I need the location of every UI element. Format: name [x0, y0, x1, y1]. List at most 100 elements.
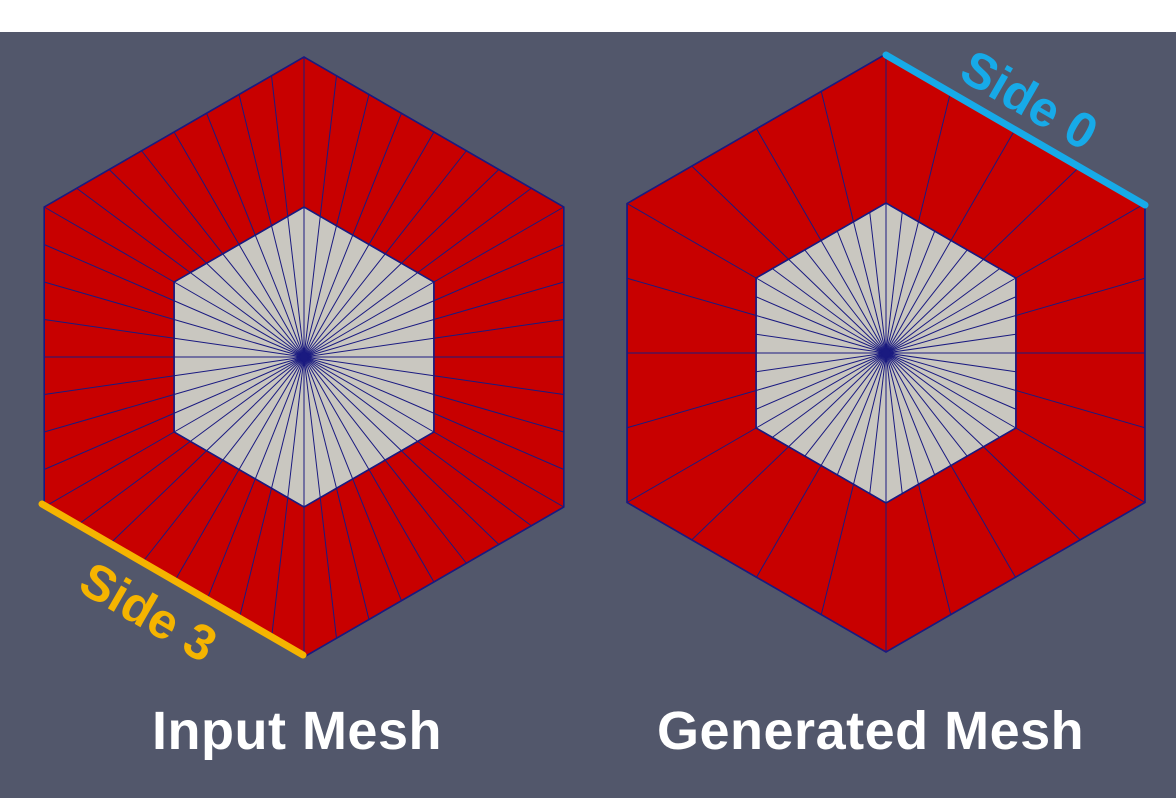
- inner-spoke: [303, 356, 354, 480]
- inner-spoke: [804, 352, 887, 457]
- ring-edge: [1015, 390, 1146, 429]
- ring-edge: [626, 203, 757, 279]
- inner-spoke: [885, 221, 919, 354]
- ring-edge: [756, 128, 822, 241]
- inner-spoke: [885, 333, 1016, 354]
- ring-edge: [76, 440, 191, 527]
- ring-edge: [206, 113, 256, 236]
- inner-spoke: [772, 352, 887, 438]
- inner-spoke: [869, 352, 887, 494]
- ring-edge: [108, 169, 207, 264]
- side-0-highlight: [882, 51, 1149, 209]
- inner-spoke: [853, 352, 887, 485]
- ring-edge: [401, 450, 500, 545]
- inner-spoke: [885, 258, 984, 354]
- ring-edge: [691, 165, 789, 260]
- ring-edge: [335, 94, 370, 226]
- ring-edge: [384, 459, 467, 564]
- inner-spoke: [303, 225, 337, 358]
- ring-edge: [433, 394, 564, 433]
- inner-spoke: [885, 352, 903, 494]
- inner-spoke: [836, 230, 887, 354]
- inner-spoke: [885, 212, 903, 354]
- ring-edge: [1015, 203, 1146, 279]
- inner-spoke: [885, 352, 1000, 438]
- inner-spoke: [174, 356, 305, 377]
- inner-spoke: [885, 268, 1000, 354]
- inner-spoke: [755, 352, 887, 429]
- inner-spoke: [190, 272, 305, 358]
- inner-spoke: [303, 300, 435, 358]
- inner-spoke: [173, 356, 305, 433]
- ring-edge: [433, 412, 565, 470]
- inner-spoke: [788, 352, 887, 448]
- inner-hexagon-outline: [173, 206, 435, 508]
- inner-spoke: [238, 244, 305, 358]
- inner-spoke: [755, 352, 887, 391]
- inner-spoke: [254, 356, 305, 480]
- inner-spoke: [885, 352, 1017, 410]
- inner-spoke: [303, 356, 370, 470]
- ring-edge: [335, 488, 370, 620]
- inner-spoke: [303, 356, 402, 452]
- inner-spoke: [303, 356, 418, 442]
- inner-spoke: [303, 356, 435, 414]
- inner-spoke: [885, 352, 1016, 373]
- inner-spoke: [820, 240, 887, 354]
- inner-spoke: [303, 262, 402, 358]
- input-mesh-caption: Input Mesh: [152, 701, 442, 761]
- ring-edge: [44, 394, 175, 433]
- inner-spoke: [287, 216, 305, 358]
- inner-spoke: [173, 356, 305, 395]
- inner-spoke: [271, 356, 305, 489]
- ring-edge: [76, 187, 191, 274]
- ring-edge: [44, 281, 175, 320]
- inner-spoke: [173, 356, 305, 414]
- ring-edge: [352, 478, 402, 601]
- inner-spoke: [755, 277, 887, 354]
- ring-edge: [417, 187, 532, 274]
- ring-edge: [319, 75, 337, 217]
- ring-edge: [368, 469, 435, 583]
- ring-edge: [141, 459, 224, 564]
- inner-spoke: [836, 352, 887, 476]
- ring-edge: [983, 165, 1081, 260]
- inner-spoke: [173, 300, 305, 358]
- ring-edge: [433, 206, 565, 283]
- inner-spoke: [303, 244, 370, 358]
- ring-edge: [368, 131, 435, 245]
- ring-edge: [983, 446, 1081, 541]
- inner-spoke: [303, 253, 386, 358]
- ring-edge: [1015, 277, 1146, 316]
- inner-spoke: [287, 356, 305, 498]
- inner-spoke: [885, 352, 984, 448]
- inner-spoke: [173, 319, 305, 358]
- center-node: [882, 349, 890, 357]
- ring-edge: [626, 390, 757, 429]
- ring-edge: [626, 427, 757, 503]
- inner-spoke: [885, 277, 1017, 354]
- ring-edge: [820, 91, 855, 222]
- inner-spoke: [885, 230, 936, 354]
- ring-edge: [43, 431, 175, 508]
- inner-spoke: [173, 281, 305, 358]
- inner-spoke: [756, 352, 887, 373]
- ring-edge: [238, 488, 273, 620]
- inner-spoke: [303, 234, 354, 358]
- ring-edge: [44, 375, 175, 395]
- inner-spoke: [206, 262, 305, 358]
- ring-edge: [433, 281, 564, 320]
- ring-edge: [238, 94, 273, 226]
- ring-edge: [319, 497, 337, 639]
- ring-edge: [417, 440, 532, 527]
- inner-spoke: [885, 352, 1017, 391]
- inner-spoke: [772, 268, 887, 354]
- inner-spoke: [885, 352, 1017, 429]
- inner-spoke: [885, 315, 1017, 354]
- ring-edge: [271, 75, 289, 217]
- inner-hexagon-outline: [755, 202, 1017, 504]
- inner-spoke: [303, 356, 321, 498]
- inner-spoke: [755, 352, 887, 410]
